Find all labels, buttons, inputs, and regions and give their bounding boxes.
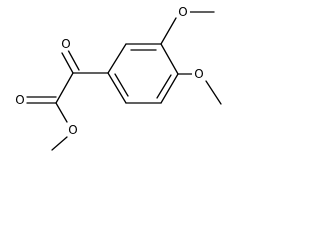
chemical-structure-diagram: O O O O O xyxy=(13,5,222,151)
atom-o-ester-carbonyl: O xyxy=(13,93,27,107)
ring-bond-c3-c4 xyxy=(160,43,179,75)
atom-label-o-keto: O xyxy=(61,37,70,51)
atom-o-methoxy-4: O xyxy=(192,67,206,81)
bond-keto-c-o-b xyxy=(67,49,80,71)
atom-o-methoxy-3: O xyxy=(176,5,190,19)
atom-o-keto: O xyxy=(59,37,73,51)
ring-bond-c4-c5-inner xyxy=(156,74,172,99)
bonds xyxy=(26,11,222,151)
atom-label-o-methoxy-4: O xyxy=(194,67,203,81)
atom-label-o-methoxy-3: O xyxy=(178,5,187,19)
ring-bond-c4-c5 xyxy=(160,73,179,104)
bond-o-ch3-methoxy-4 xyxy=(205,80,222,105)
ring-bond-c6-c1 xyxy=(107,72,127,104)
atom-labels: O O O O O xyxy=(13,5,206,137)
bond-keto-c-o-a xyxy=(61,52,74,74)
bond-ester-c-o-single xyxy=(55,102,68,123)
bond-keto-ester-carbon xyxy=(55,72,74,104)
atom-label-o-ester-carbonyl: O xyxy=(15,93,24,107)
atom-label-o-ester: O xyxy=(68,123,77,137)
ring-bond-c6-c1-inner xyxy=(114,73,129,97)
ring-bond-c1-c2 xyxy=(107,43,127,74)
bond-o-ch3-ester xyxy=(51,136,68,151)
bond-c3-o-methoxy xyxy=(160,17,177,45)
atom-o-ester: O xyxy=(66,123,80,137)
